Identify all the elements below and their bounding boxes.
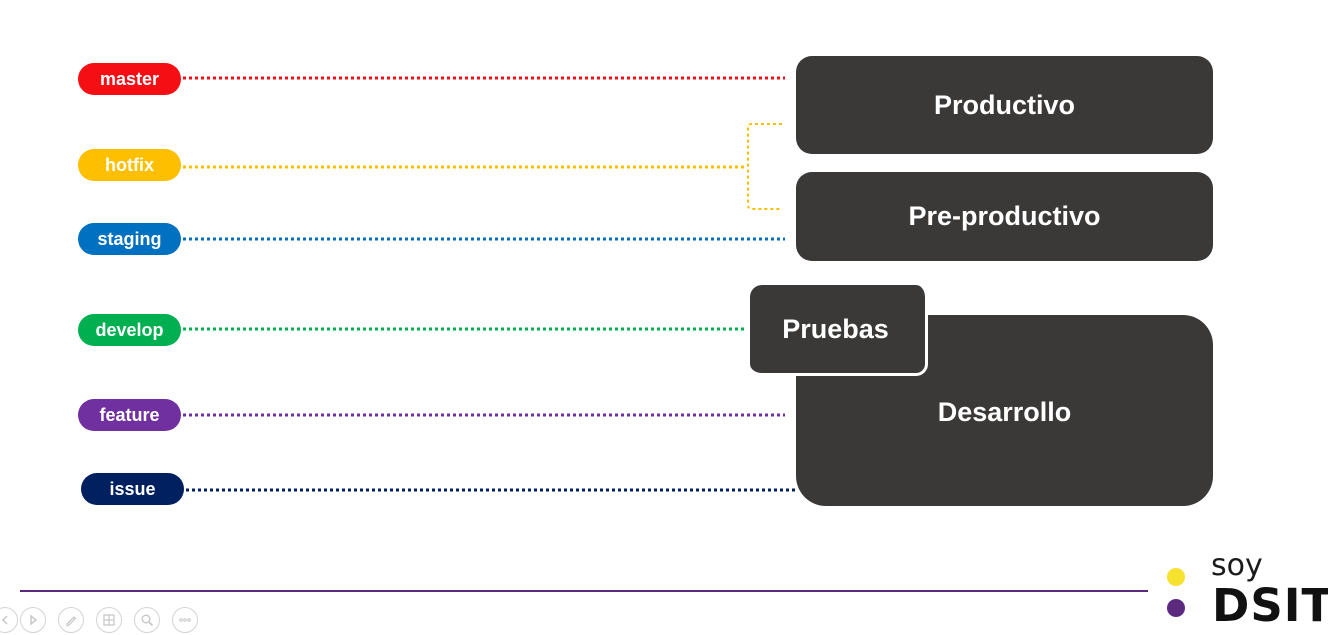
branch-label-master: master <box>99 68 160 89</box>
more-icon[interactable] <box>172 607 198 633</box>
branch-label-staging: staging <box>97 228 162 249</box>
logo-brand-text: DSIT <box>1212 579 1328 632</box>
slides-icon[interactable] <box>96 607 122 633</box>
branch-label-feature: feature <box>99 404 160 425</box>
env-pruebas: Pruebas <box>750 285 928 376</box>
play-icon[interactable] <box>20 607 46 633</box>
env-productivo-label: Productivo <box>933 89 1075 120</box>
branch-label-issue: issue <box>109 478 156 499</box>
branch-pill-issue: issue <box>81 473 184 505</box>
env-pruebas-label: Pruebas <box>782 313 889 344</box>
env-preproductivo-label: Pre-productivo <box>908 201 1101 231</box>
branch-label-develop: develop <box>95 319 164 340</box>
pen-icon[interactable] <box>58 607 84 633</box>
env-preproductivo: Pre-productivo <box>796 172 1213 261</box>
footer-divider <box>20 590 1148 592</box>
branch-label-hotfix: hotfix <box>105 154 154 175</box>
branch-pill-develop: develop <box>78 314 181 346</box>
branch-pill-hotfix: hotfix <box>78 149 181 181</box>
branch-pill-staging: staging <box>78 223 181 255</box>
env-desarrollo-label: Desarrollo <box>937 397 1072 427</box>
logo-dot-yellow <box>1167 568 1185 586</box>
logo-soy-text: soy <box>1211 548 1263 583</box>
branch-pill-feature: feature <box>78 399 181 431</box>
logo-dot-purple <box>1167 599 1185 617</box>
branch-pill-master: master <box>78 63 181 95</box>
zoom-icon[interactable] <box>134 607 160 633</box>
env-productivo: Productivo <box>796 56 1213 154</box>
hotfix-bracket <box>747 123 782 210</box>
